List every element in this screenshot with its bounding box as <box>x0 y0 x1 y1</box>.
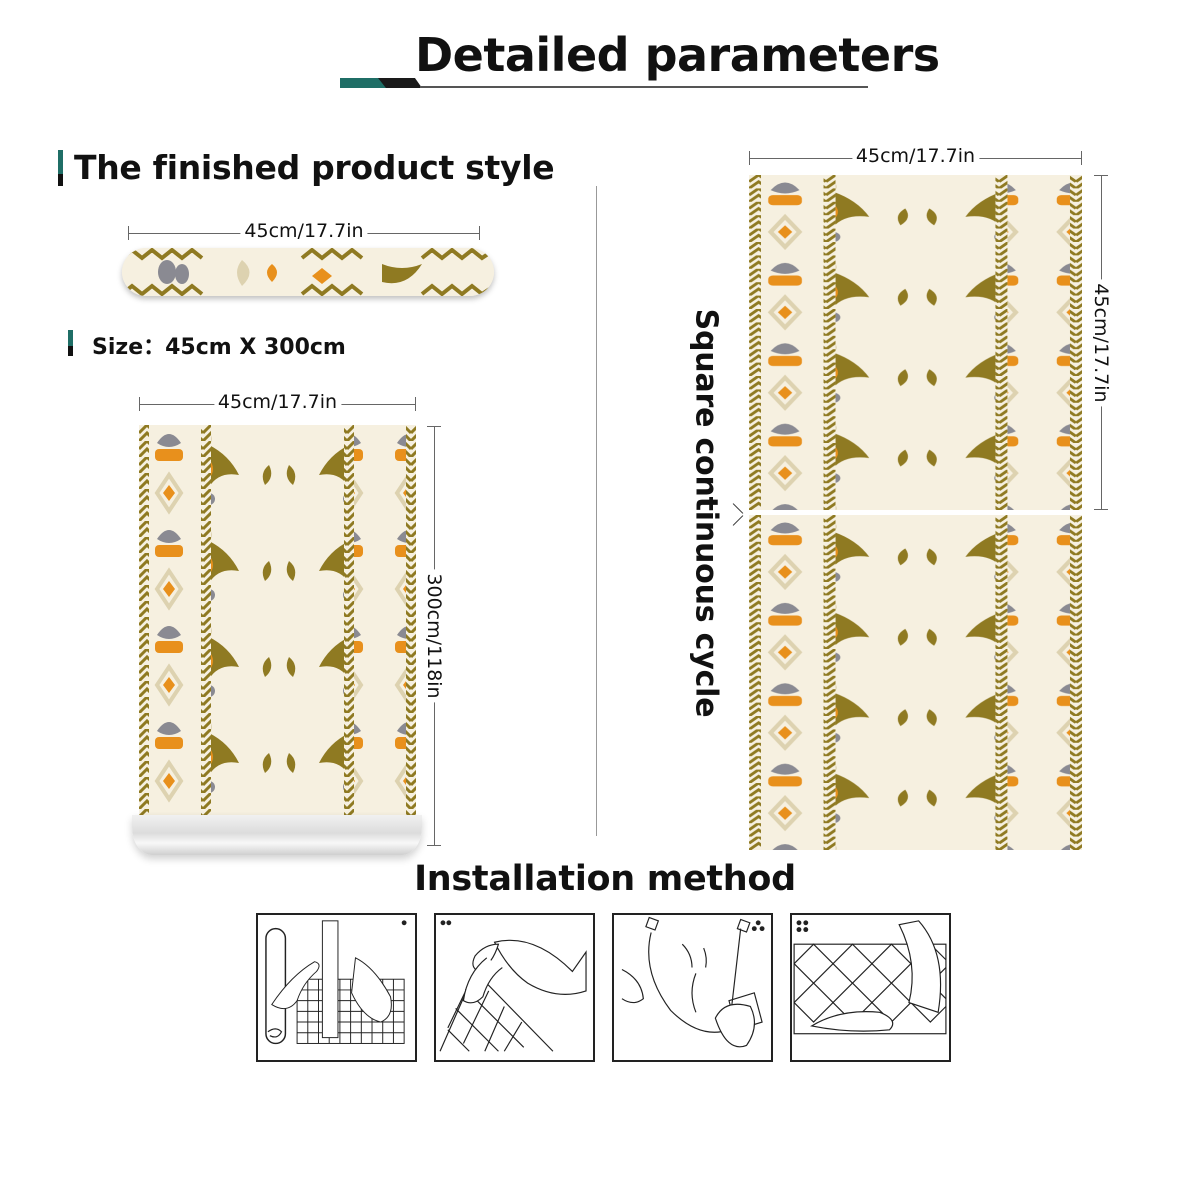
cycle-height-label: 45cm/17.7in <box>1090 278 1112 407</box>
panel-width-label: 45cm/17.7in <box>213 391 342 413</box>
cycle-width-label: 45cm/17.7in <box>851 145 980 167</box>
panel-width-dimension: 45cm/17.7in <box>139 391 416 413</box>
install-step-apply <box>612 913 773 1062</box>
panel-length-label: 300cm/118in <box>423 569 445 703</box>
install-step-measure-cut <box>256 913 417 1062</box>
cycle-pattern-bottom <box>749 515 1082 850</box>
cycle-tile-top <box>749 175 1082 510</box>
page-title: Detailed parameters <box>415 28 940 82</box>
roll-pattern <box>122 248 494 296</box>
title-accent-green <box>340 78 388 88</box>
roll-width-label: 45cm/17.7in <box>240 220 368 242</box>
peel-illustration <box>439 920 587 1052</box>
smooth-illustration <box>793 920 947 1035</box>
section-accent-bar <box>58 150 63 186</box>
size-accent-bar <box>68 330 73 356</box>
wallpaper-panel-image <box>139 425 416 825</box>
size-label: Size：45cm X 300cm <box>92 335 346 360</box>
measure-cut-illustration <box>265 920 407 1045</box>
install-step-smooth <box>790 913 951 1062</box>
vertical-divider <box>596 186 597 836</box>
cycle-arrow-top <box>732 503 744 514</box>
roll-width-dimension: 45cm/17.7in <box>128 220 480 242</box>
cycle-pattern-top <box>749 175 1082 510</box>
title-accent-dark <box>378 78 422 88</box>
title-underline <box>420 86 868 88</box>
cycle-tile-bottom <box>749 515 1082 850</box>
panel-curl <box>132 815 422 855</box>
cycle-arrow-bottom <box>732 515 744 526</box>
apply-illustration <box>621 916 765 1048</box>
rolled-wallpaper-image <box>122 248 494 296</box>
cycle-height-dimension: 45cm/17.7in <box>1090 175 1112 510</box>
section-title: The finished product style <box>74 148 555 187</box>
install-step-peel <box>434 913 595 1062</box>
installation-title: Installation method <box>414 859 796 899</box>
panel-length-dimension: 300cm/118in <box>423 426 445 846</box>
panel-pattern <box>139 425 416 825</box>
cycle-caption: Square continuous cycle <box>688 308 724 718</box>
cycle-width-dimension: 45cm/17.7in <box>749 145 1082 167</box>
